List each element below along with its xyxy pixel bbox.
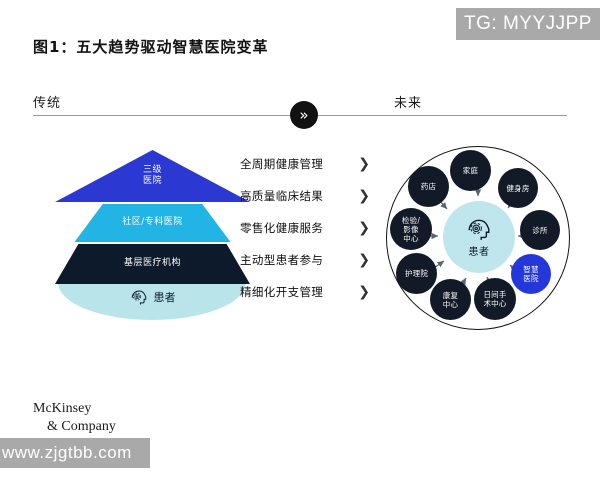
trend-label: 主动型患者参与: [240, 253, 324, 267]
eco-node-nursing-home[interactable]: 护理院: [396, 253, 437, 294]
tier-label-tertiary-line2: 医院: [142, 176, 162, 186]
mckinsey-logo: McKinsey & Company: [33, 400, 116, 435]
trend-list: 全周期健康管理 ❯ 高质量临床结果 ❯ 零售化健康服务 ❯ 主动型患者参与 ❯ …: [240, 150, 370, 310]
eco-node-label: 康复: [442, 290, 459, 300]
chevron-right-icon: ❯: [358, 252, 370, 268]
future-ecosystem-wheel: 家庭 健身房 诊所 智慧 医院 日间手 术中心 康复 中心 护理院 检验/ 影像…: [386, 146, 570, 330]
eco-node-home[interactable]: 家庭: [450, 150, 491, 191]
tier-label-community: 社区/专科医院: [122, 217, 183, 228]
pyramid-patient-label: 患者: [153, 291, 176, 304]
eco-node-label: 健身房: [506, 183, 530, 193]
telegram-watermark: TG: MYYJJPP: [456, 8, 600, 40]
eco-node-rehab-center[interactable]: 康复 中心: [430, 279, 471, 320]
traditional-hierarchy-pyramid: 三级 医院 社区/专科医院 基层医疗机构 患者: [55, 150, 250, 330]
pyramid-patient-group: 患者: [55, 288, 250, 306]
ecosystem-outer-ring: [386, 146, 570, 330]
trend-item-patient-engagement[interactable]: 主动型患者参与 ❯: [240, 246, 370, 274]
eco-node-clinic[interactable]: 诊所: [520, 210, 560, 250]
chevron-right-icon: ❯: [358, 220, 370, 236]
eco-node-label: 日间手: [483, 290, 507, 299]
site-watermark: www.zjgtbb.com: [0, 438, 150, 468]
eco-node-gym[interactable]: 健身房: [498, 168, 538, 208]
trend-label: 高质量临床结果: [240, 189, 324, 203]
eco-node-smart-hospital[interactable]: 智慧 医院: [511, 254, 551, 294]
eco-node-label: 中心: [442, 299, 459, 309]
axis-label-future: 未来: [394, 96, 423, 111]
pyramid-tier-tertiary: 三级 医院: [55, 150, 250, 202]
eco-node-label: 影像: [403, 224, 419, 234]
pyramid-tier-community: 社区/专科医院: [55, 204, 250, 242]
logo-line-2: & Company: [47, 418, 116, 434]
ecosystem-center-label: 患者: [468, 247, 490, 258]
eco-node-day-surgery-center[interactable]: 日间手 术中心: [474, 278, 516, 320]
ecosystem-center-patient: 患者: [443, 201, 515, 273]
double-chevron-right-icon: »: [290, 101, 318, 129]
trend-item-cost-management[interactable]: 精细化开支管理 ❯: [240, 278, 370, 306]
trend-item-retail-health[interactable]: 零售化健康服务 ❯: [240, 214, 370, 242]
eco-node-label: 医院: [523, 274, 539, 283]
trend-item-clinical-outcome[interactable]: 高质量临床结果 ❯: [240, 182, 370, 210]
eco-node-label: 家庭: [462, 166, 479, 175]
eco-node-label: 诊所: [532, 225, 548, 235]
eco-node-label: 护理院: [404, 269, 429, 278]
eco-node-label: 术中心: [483, 299, 507, 308]
trend-label: 全周期健康管理: [240, 157, 324, 171]
trend-label: 零售化健康服务: [240, 221, 324, 235]
eco-node-pharmacy[interactable]: 药店: [408, 166, 449, 207]
patient-fingerprint-head-icon: [131, 290, 146, 305]
eco-node-label: 智慧: [523, 265, 539, 274]
trend-item-lifecycle-health[interactable]: 全周期健康管理 ❯: [240, 150, 370, 178]
tier-shape-community: [74, 204, 231, 242]
trend-label: 精细化开支管理: [240, 285, 324, 299]
eco-node-label: 药店: [420, 182, 437, 191]
tier-shape-primary: [55, 244, 250, 284]
chevron-right-icon: ❯: [358, 188, 370, 204]
tier-label-tertiary-line1: 三级: [142, 164, 162, 175]
chevron-right-icon: ❯: [358, 284, 370, 300]
axis-label-traditional: 传统: [33, 96, 62, 111]
eco-node-label: 检验/: [401, 215, 421, 225]
eco-node-lab-imaging-center[interactable]: 检验/ 影像 中心: [390, 208, 432, 250]
pyramid-tier-primary: 基层医疗机构: [55, 244, 250, 284]
eco-node-label: 中心: [403, 233, 419, 243]
logo-line-1: McKinsey: [33, 401, 92, 416]
chevron-right-icon: ❯: [358, 156, 370, 172]
tier-label-primary: 基层医疗机构: [123, 258, 181, 269]
patient-fingerprint-head-icon: [468, 219, 490, 240]
page-title: 图1：五大趋势驱动智慧医院变革: [33, 38, 269, 56]
